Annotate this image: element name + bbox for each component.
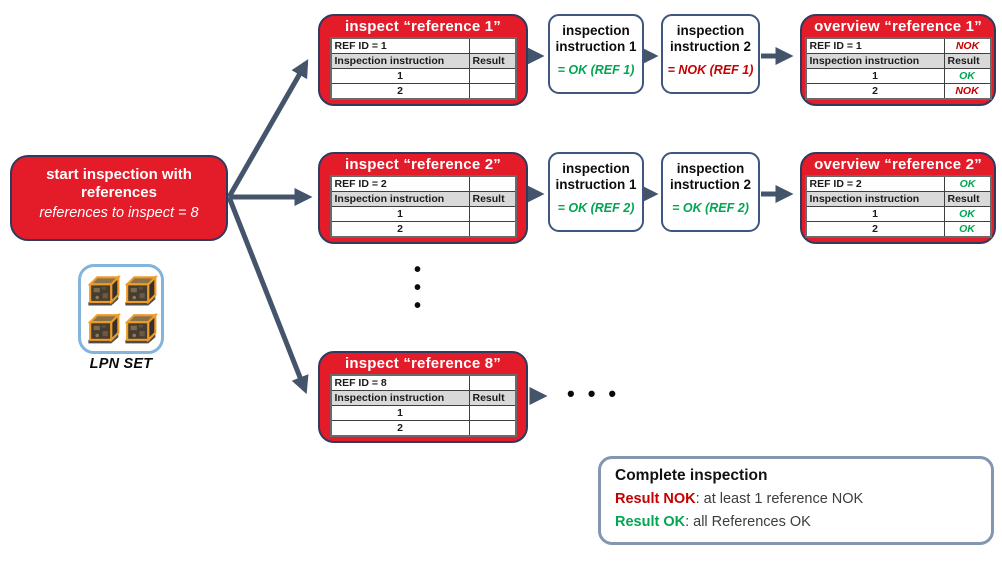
header-cell: Inspection instruction (330, 390, 470, 406)
start-inspection-box: start inspection with references referen… (10, 155, 228, 241)
instruction-box-ref1-2: inspection instruction 2 = NOK (REF 1) (661, 14, 760, 94)
ref-result-cell (468, 175, 516, 192)
ref-id-cell: REF ID = 1 (330, 37, 470, 54)
result-nok-label: Result NOK (615, 491, 696, 507)
horizontal-ellipsis: • • • (567, 383, 616, 405)
instruction-number-cell: 2 (330, 221, 470, 238)
crates-icon (87, 276, 157, 345)
result-cell: OK (943, 221, 991, 238)
instruction-number-cell: 2 (805, 221, 945, 238)
instruction-result: = NOK (REF 1) (667, 63, 754, 77)
instruction-number-cell: 1 (330, 206, 470, 222)
header-cell: Result (943, 191, 991, 207)
ellipsis-dot: • (414, 277, 422, 299)
result-cell (468, 420, 516, 437)
instruction-number-cell: 2 (330, 83, 470, 100)
ellipsis-dot: • (414, 295, 422, 317)
result-cell (468, 83, 516, 100)
complete-inspection-title: Complete inspection (615, 467, 768, 484)
instruction-box-ref2-2: inspection instruction 2 = OK (REF 2) (661, 152, 760, 232)
instruction-box-ref1-1: inspection instruction 1 = OK (REF 1) (548, 14, 644, 94)
overview-box-ref1-title: overview “reference 1” (814, 18, 982, 35)
result-cell: OK (943, 68, 991, 84)
overview-box-ref2-title: overview “reference 2” (814, 156, 982, 173)
header-cell: Inspection instruction (330, 191, 470, 207)
instruction-result: = OK (REF 1) (557, 63, 635, 77)
result-nok-text: : at least 1 reference NOK (695, 491, 864, 507)
ref-result-cell (468, 37, 516, 54)
start-box-title-line2: references (81, 184, 157, 201)
inspect-box-ref2: inspect “reference 2” REF ID = 2 Inspect… (318, 152, 528, 244)
result-cell (468, 405, 516, 421)
instruction-title-line1: inspection (676, 161, 745, 176)
arrow-start-to-ref8 (226, 196, 309, 395)
instruction-result: = OK (REF 2) (672, 201, 749, 215)
result-ok-rule: Result OK: all References OK (615, 513, 977, 532)
ref-result-cell: NOK (943, 37, 991, 54)
instruction-title-line2: instruction 1 (555, 39, 637, 54)
ref-id-cell: REF ID = 2 (805, 175, 945, 192)
result-cell: OK (943, 206, 991, 222)
result-cell: NOK (943, 83, 991, 100)
result-nok-rule: Result NOK: at least 1 reference NOK (615, 490, 977, 509)
instruction-number-cell: 2 (805, 83, 945, 100)
complete-inspection-panel: Complete inspection Result NOK: at least… (598, 456, 994, 545)
ellipsis-dot: • (608, 381, 617, 406)
ref-id-cell: REF ID = 2 (330, 175, 470, 192)
instruction-result: = OK (REF 2) (557, 201, 635, 215)
instruction-number-cell: 1 (330, 68, 470, 84)
result-ok-label: Result OK (615, 514, 686, 530)
header-cell: Result (468, 390, 516, 406)
instruction-title-line1: inspection (562, 161, 630, 176)
inspect-box-ref8: inspect “reference 8” REF ID = 8 Inspect… (318, 351, 528, 443)
ellipsis-dot: • (567, 381, 575, 406)
instruction-title-line1: inspection (676, 23, 745, 38)
header-cell: Result (468, 191, 516, 207)
instruction-title-line1: inspection (562, 23, 630, 38)
ellipsis-dot: • (587, 381, 596, 406)
ref-result-cell: OK (943, 175, 991, 192)
result-cell (468, 68, 516, 84)
result-cell (468, 221, 516, 238)
instruction-box-ref2-1: inspection instruction 1 = OK (REF 2) (548, 152, 644, 232)
ref-id-cell: REF ID = 8 (330, 374, 470, 391)
inspect-box-ref8-title: inspect “reference 8” (345, 355, 501, 372)
result-ok-text: : all References OK (685, 514, 811, 530)
inspect-box-ref2-title: inspect “reference 2” (345, 156, 501, 173)
start-box-subtitle: references to inspect = 8 (39, 205, 199, 221)
instruction-number-cell: 1 (805, 206, 945, 222)
lpn-set-label: LPN SET (89, 356, 153, 372)
header-cell: Inspection instruction (330, 53, 470, 69)
ref-id-cell: REF ID = 1 (805, 37, 945, 54)
instruction-title-line2: instruction 2 (669, 39, 751, 54)
instruction-number-cell: 2 (330, 420, 470, 437)
arrow-start-to-ref1 (226, 59, 309, 199)
header-cell: Inspection instruction (805, 53, 945, 69)
instruction-title-line2: instruction 1 (555, 177, 637, 192)
instruction-number-cell: 1 (805, 68, 945, 84)
vertical-ellipsis: • • • (414, 259, 422, 317)
lpn-set-icon (78, 264, 164, 354)
ellipsis-dot: • (414, 259, 422, 281)
inspect-box-ref1: inspect “reference 1” REF ID = 1 Inspect… (318, 14, 528, 106)
inspect-box-ref1-title: inspect “reference 1” (345, 18, 501, 35)
instruction-title-line2: instruction 2 (669, 177, 751, 192)
header-cell: Inspection instruction (805, 191, 945, 207)
result-cell (468, 206, 516, 222)
header-cell: Result (468, 53, 516, 69)
ref-result-cell (468, 374, 516, 391)
header-cell: Result (943, 53, 991, 69)
start-box-title-line1: start inspection with (46, 166, 192, 183)
instruction-number-cell: 1 (330, 405, 470, 421)
